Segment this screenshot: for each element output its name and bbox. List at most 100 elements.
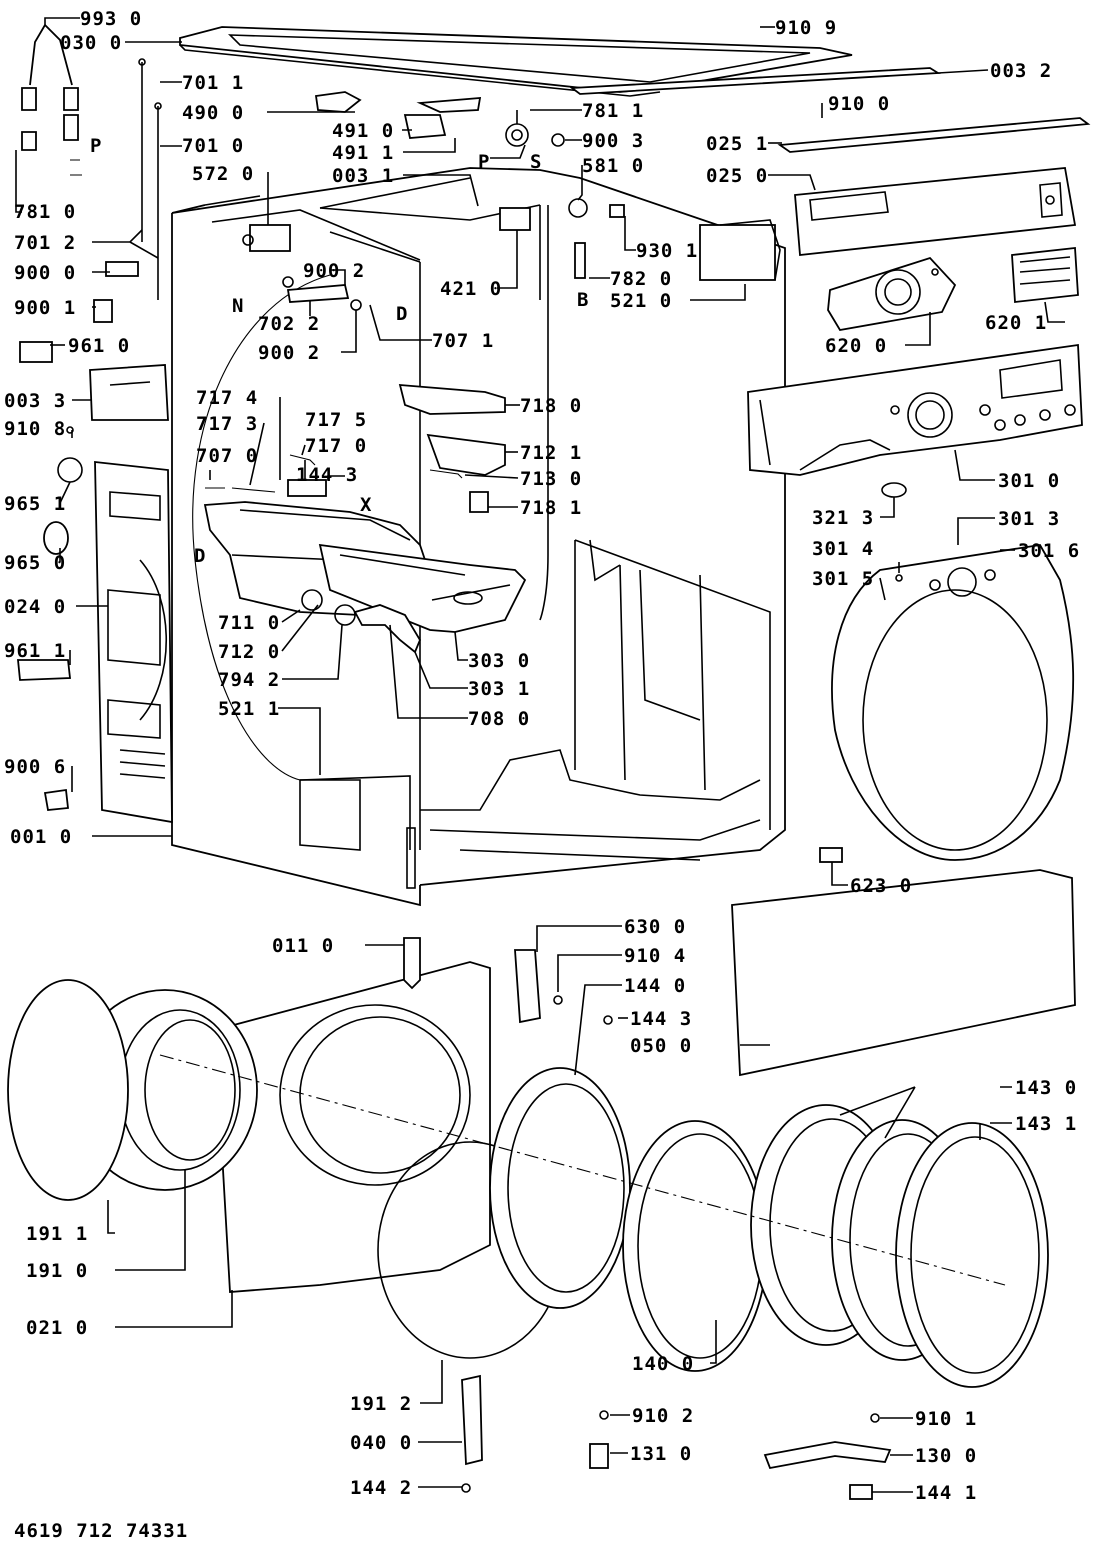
- marker-p-left: P: [90, 135, 101, 157]
- valve-drawings: [242, 91, 781, 311]
- label-140-0: 140 0: [632, 1353, 694, 1375]
- label-490-0: 490 0: [182, 102, 244, 124]
- label-630-0: 630 0: [624, 916, 686, 938]
- label-191-1: 191 1: [26, 1223, 88, 1245]
- part-labels: 993 0 030 0 701 1 490 0 701 0 572 0 781 …: [4, 8, 1080, 1504]
- label-910-9: 910 9: [775, 17, 837, 39]
- marker-x: X: [360, 494, 372, 516]
- label-131-0: 131 0: [630, 1443, 692, 1465]
- label-143-1: 143 1: [1015, 1113, 1077, 1135]
- label-910-1: 910 1: [915, 1408, 977, 1430]
- label-701-1: 701 1: [182, 72, 244, 94]
- label-421-0: 421 0: [440, 278, 502, 300]
- bezel-screw-drawing: [895, 574, 903, 582]
- marker-p-center: P: [478, 151, 489, 173]
- label-782-0: 782 0: [610, 268, 672, 290]
- label-130-0: 130 0: [915, 1445, 977, 1467]
- label-301-4: 301 4: [812, 538, 874, 560]
- electronic-module-drawing: [794, 167, 1077, 256]
- detergent-drawer-drawing: [318, 543, 527, 633]
- label-718-0: 718 0: [520, 395, 582, 417]
- label-003-1: 003 1: [332, 165, 394, 187]
- small-bottom-parts-drawing: [403, 937, 892, 1500]
- label-718-1: 718 1: [520, 497, 582, 519]
- label-050-0: 050 0: [630, 1035, 692, 1057]
- label-144-3b: 144 3: [630, 1008, 692, 1030]
- drawer-part-drawings: [205, 383, 506, 513]
- label-620-0: 620 0: [825, 335, 887, 357]
- label-144-3a: 144 3: [296, 464, 358, 486]
- label-707-1: 707 1: [432, 330, 494, 352]
- label-712-1: 712 1: [520, 442, 582, 464]
- label-491-0: 491 0: [332, 120, 394, 142]
- label-930-1: 930 1: [636, 240, 698, 262]
- label-301-6: 301 6: [1018, 540, 1080, 562]
- label-620-1: 620 1: [985, 312, 1047, 334]
- label-711-0: 711 0: [218, 612, 280, 634]
- label-040-0: 040 0: [350, 1432, 412, 1454]
- label-910-8: 910 8: [4, 418, 66, 440]
- label-707-0: 707 0: [196, 445, 258, 467]
- label-581-0: 581 0: [582, 155, 644, 177]
- label-713-0: 713 0: [520, 468, 582, 490]
- gasket-ring-drawing: [881, 482, 907, 498]
- marker-d-bottom: D: [194, 545, 205, 567]
- power-board-drawing: [1011, 247, 1079, 303]
- label-701-0: 701 0: [182, 135, 244, 157]
- label-712-0: 712 0: [218, 641, 280, 663]
- label-144-2: 144 2: [350, 1477, 412, 1499]
- label-030-0: 030 0: [60, 32, 122, 54]
- label-001-0: 001 0: [10, 826, 72, 848]
- lock-cap-drawing: [819, 847, 843, 863]
- label-900-0: 900 0: [14, 262, 76, 284]
- label-961-1: 961 1: [4, 640, 66, 662]
- front-bezel-drawing: [831, 544, 1075, 861]
- label-025-0: 025 0: [706, 165, 768, 187]
- label-191-0: 191 0: [26, 1260, 88, 1282]
- label-900-1: 900 1: [14, 297, 76, 319]
- selector-board-drawing: [827, 256, 957, 331]
- control-panel-fascia-drawing: [747, 343, 1083, 476]
- label-144-1: 144 1: [915, 1482, 977, 1504]
- label-191-2: 191 2: [350, 1393, 412, 1415]
- label-301-3: 301 3: [998, 508, 1060, 530]
- label-961-0: 961 0: [68, 335, 130, 357]
- label-781-1: 781 1: [582, 100, 644, 122]
- label-910-0: 910 0: [828, 93, 890, 115]
- label-021-0: 021 0: [26, 1317, 88, 1339]
- label-321-3: 321 3: [812, 507, 874, 529]
- label-301-0: 301 0: [998, 470, 1060, 492]
- connection-markers: P P S N D B X D: [90, 135, 588, 567]
- label-521-1: 521 1: [218, 698, 280, 720]
- marker-n: N: [232, 295, 243, 317]
- label-491-1: 491 1: [332, 142, 394, 164]
- top-cover-drawing: [179, 26, 853, 97]
- door-axis-line: [159, 1054, 1006, 1286]
- left-top-parts-drawing: [17, 24, 169, 811]
- label-781-0: 781 0: [14, 201, 76, 223]
- marker-s: S: [530, 151, 541, 173]
- label-993-0: 993 0: [80, 8, 142, 30]
- label-708-0: 708 0: [468, 708, 530, 730]
- drum-back-drawing: [7, 979, 129, 1201]
- label-900-3: 900 3: [582, 130, 644, 152]
- leader-lines: [15, 17, 1065, 1493]
- label-717-5: 717 5: [305, 409, 367, 431]
- door-frame-drawing: [489, 1067, 631, 1309]
- label-521-0: 521 0: [610, 290, 672, 312]
- label-025-1: 025 1: [706, 133, 768, 155]
- back-panel-drawing: [94, 460, 173, 824]
- label-910-4: 910 4: [624, 945, 686, 967]
- label-144-0: 144 0: [624, 975, 686, 997]
- label-301-5: 301 5: [812, 568, 874, 590]
- label-717-3: 717 3: [196, 413, 258, 435]
- label-303-1: 303 1: [468, 678, 530, 700]
- front-panel-drawing: [214, 961, 491, 1293]
- label-011-0: 011 0: [272, 935, 334, 957]
- label-003-3: 003 3: [4, 390, 66, 412]
- label-965-0: 965 0: [4, 552, 66, 574]
- label-910-2: 910 2: [632, 1405, 694, 1427]
- control-rail-drawing: [777, 117, 1091, 153]
- label-143-0: 143 0: [1015, 1077, 1077, 1099]
